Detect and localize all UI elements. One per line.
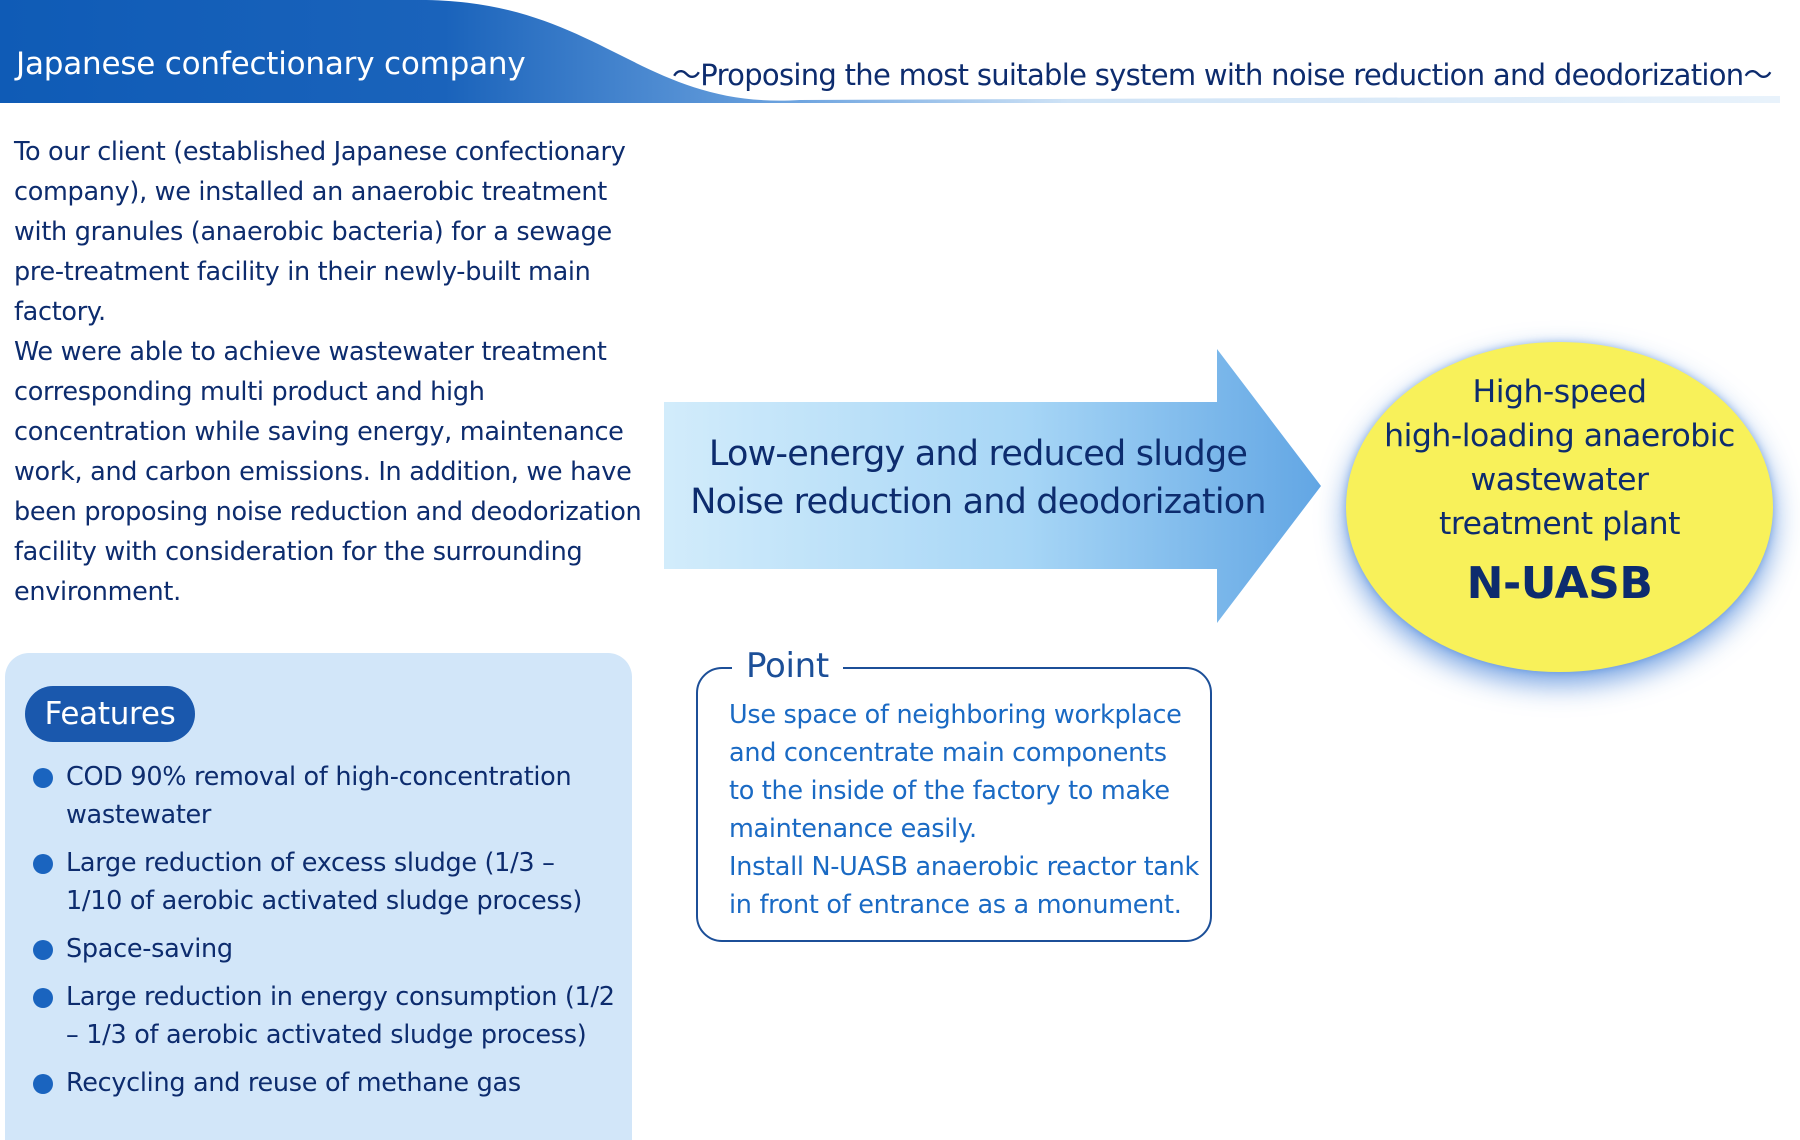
page-subtitle: 〜Proposing the most suitable system with… [672, 58, 1772, 92]
point-paragraph: Use space of neighboring workplace and c… [729, 700, 1182, 844]
intro-paragraph: To our client (established Japanese conf… [14, 137, 626, 327]
page-title: Japanese confectionary company [16, 46, 526, 82]
header-banner [0, 0, 1780, 103]
bullet-dot-icon [33, 1074, 53, 1094]
header-wave-shape [0, 0, 1780, 103]
feature-item-text: COD 90% removal of high-concentration wa… [66, 762, 572, 830]
bullet-dot-icon [33, 768, 53, 788]
point-box [696, 667, 1212, 942]
result-line: High-speed [1472, 374, 1647, 410]
result-ellipse [1346, 342, 1773, 672]
feature-item: COD 90% removal of high-concentration wa… [28, 758, 618, 834]
feature-item-text: Recycling and reuse of methane gas [66, 1068, 521, 1098]
arrow-shape [664, 349, 1321, 623]
intro-paragraph: We were able to achieve wastewater treat… [14, 337, 642, 607]
arrow-label-line: Noise reduction and deodorization [690, 482, 1266, 522]
feature-item: Large reduction in energy consumption (1… [28, 978, 618, 1054]
result-line: high-loading anaerobic [1384, 418, 1735, 454]
feature-item-text: Space-saving [66, 934, 233, 964]
feature-item-text: Large reduction in energy consumption (1… [66, 982, 615, 1050]
features-list: COD 90% removal of high-concentration wa… [28, 758, 618, 1112]
feature-item: Large reduction of excess sludge (1/3 – … [28, 844, 618, 920]
bullet-dot-icon [33, 988, 53, 1008]
result-description: High-speed high-loading anaerobic wastew… [1346, 370, 1773, 546]
arrow-label: Low-energy and reduced sludge Noise redu… [668, 430, 1288, 526]
point-text: Use space of neighboring workplace and c… [729, 696, 1199, 924]
feature-item: Space-saving [28, 930, 618, 968]
result-line: wastewater [1470, 462, 1649, 498]
bullet-dot-icon [33, 940, 53, 960]
feature-item-text: Large reduction of excess sludge (1/3 – … [66, 848, 583, 916]
arrow-body [664, 349, 1321, 623]
arrow-label-line: Low-energy and reduced sludge [708, 434, 1248, 474]
feature-item: Recycling and reuse of methane gas [28, 1064, 618, 1102]
intro-text: To our client (established Japanese conf… [14, 132, 654, 612]
point-paragraph: Install N-UASB anaerobic reactor tank in… [729, 852, 1199, 920]
result-line: treatment plant [1439, 506, 1680, 542]
features-badge: Features [25, 686, 195, 742]
bullet-dot-icon [33, 854, 53, 874]
point-label: Point [732, 644, 843, 688]
result-brand: N-UASB [1466, 558, 1653, 609]
